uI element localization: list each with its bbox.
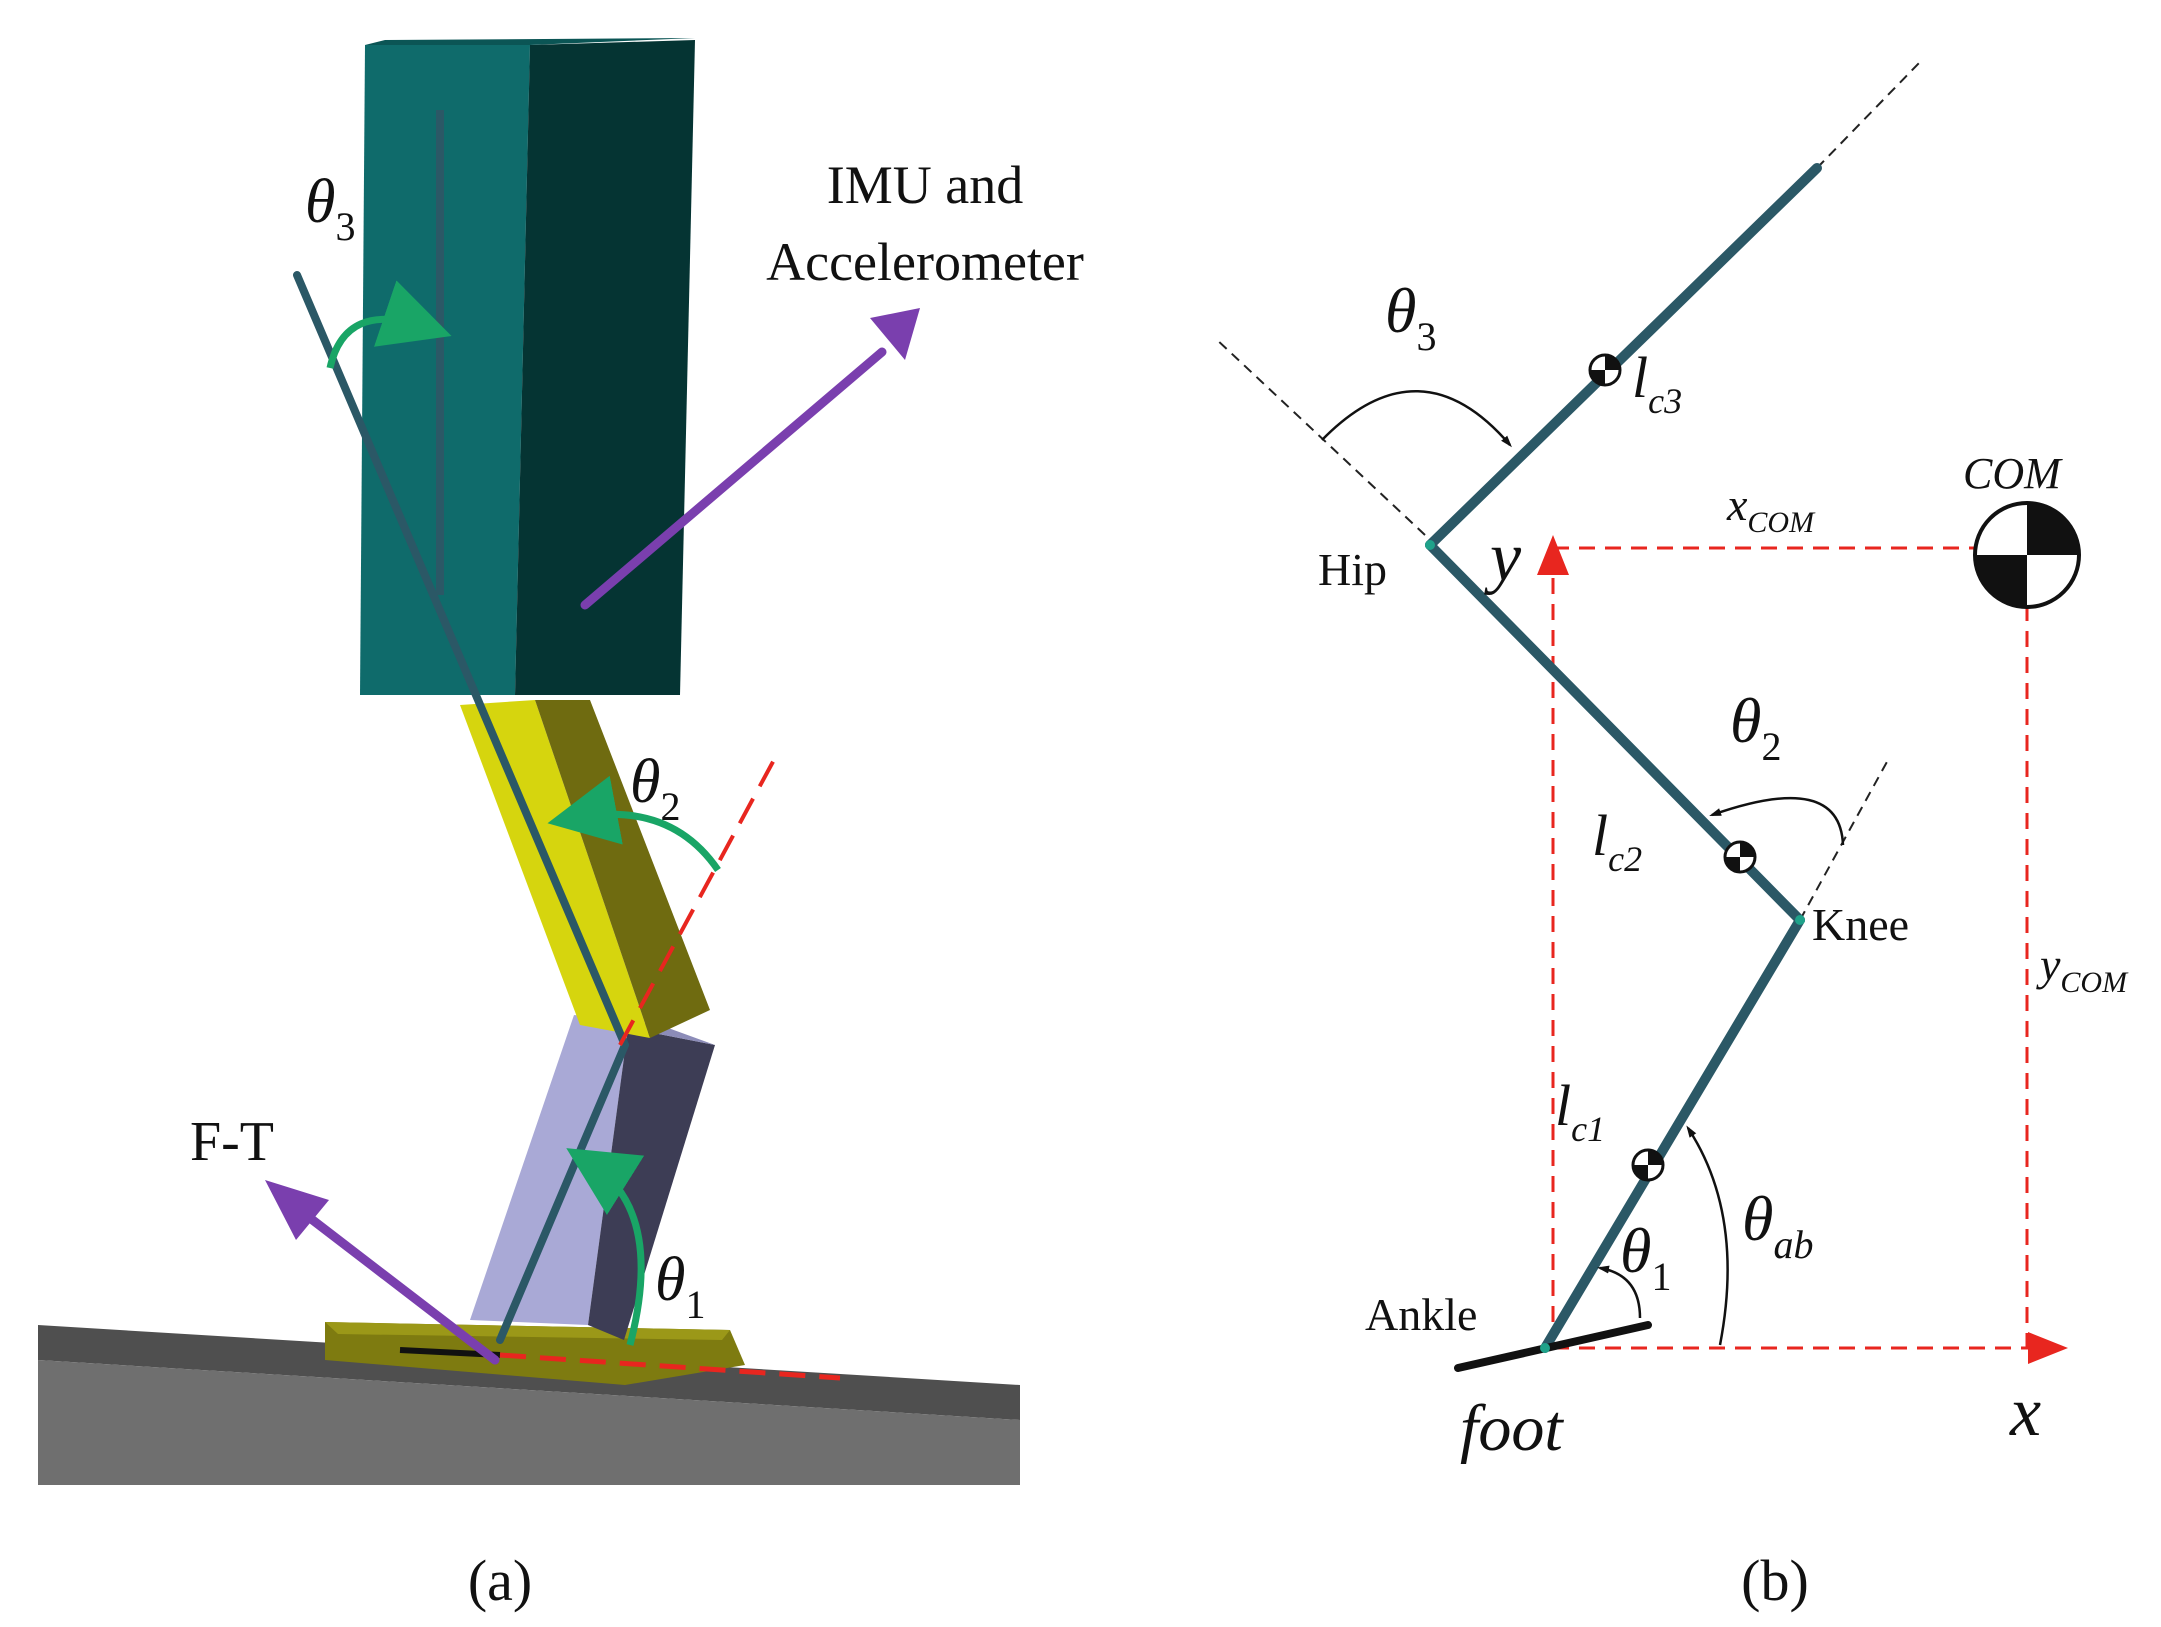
lc1-label: lc1 bbox=[1555, 1073, 1605, 1149]
lc1-com-marker bbox=[1631, 1148, 1665, 1182]
com-marker bbox=[1973, 501, 2081, 609]
knee-label: Knee bbox=[1812, 899, 1909, 950]
reference-extensions bbox=[1214, 61, 1921, 921]
com-label: COM bbox=[1963, 449, 2063, 498]
imu-label-line2: Accelerometer bbox=[766, 232, 1084, 292]
foot-label: foot bbox=[1460, 1392, 1564, 1465]
ft-arrow bbox=[265, 1180, 500, 1365]
theta3-angle-arc bbox=[1321, 390, 1512, 448]
lc3-com-marker bbox=[1588, 353, 1622, 387]
link-lines-b bbox=[1425, 163, 1822, 1353]
y-com-label: yCOM bbox=[2036, 939, 2129, 999]
x-com-label: xCOM bbox=[1726, 479, 1816, 539]
y-axis-label: y bbox=[1484, 519, 1522, 596]
imu-label-line1: IMU and bbox=[827, 155, 1023, 215]
com-dashed-lines bbox=[1553, 546, 2029, 1348]
theta1-angle-arc bbox=[1597, 1265, 1642, 1319]
imu-arrow bbox=[580, 308, 920, 610]
lc2-label: lc2 bbox=[1592, 803, 1642, 879]
lc3-label: lc3 bbox=[1632, 345, 1682, 421]
shank-segment bbox=[470, 1015, 715, 1340]
panel-a: IMU and Accelerometer F-T θ3 θ2 θ1 (a) bbox=[38, 38, 1084, 1613]
link-lines-a bbox=[293, 271, 629, 1344]
ankle-label: Ankle bbox=[1365, 1289, 1477, 1340]
theta1-label-a: θ1 bbox=[655, 1246, 705, 1327]
panel-b: Hip Knee Ankle foot COM x y xCOM yCOM lc… bbox=[1214, 61, 2129, 1613]
hip-label: Hip bbox=[1318, 544, 1387, 595]
theta2-label-b: θ2 bbox=[1730, 685, 1781, 769]
theta-ab-angle-arc bbox=[1686, 1125, 1729, 1346]
lc2-com-marker bbox=[1723, 840, 1757, 874]
x-axis bbox=[1553, 1332, 2068, 1364]
theta3-rotation-arrow bbox=[326, 280, 452, 369]
x-axis-label: x bbox=[2009, 1374, 2041, 1451]
theta2-angle-arc bbox=[1709, 796, 1845, 846]
theta2-rotation-arrow bbox=[547, 775, 721, 872]
theta1-rotation-arrow bbox=[566, 1148, 645, 1346]
theta3-label-a: θ3 bbox=[305, 168, 355, 249]
theta2-label-a: θ2 bbox=[630, 748, 680, 829]
panel-a-caption: (a) bbox=[468, 1548, 532, 1613]
y-axis bbox=[1537, 535, 1569, 1348]
foot-segment bbox=[1454, 1321, 1652, 1372]
panel-b-caption: (b) bbox=[1741, 1548, 1809, 1613]
knee-reference-dashed bbox=[618, 757, 777, 1046]
ft-label: F-T bbox=[190, 1111, 274, 1173]
theta1-label-b: θ1 bbox=[1620, 1215, 1671, 1299]
theta3-label-b: θ3 bbox=[1385, 275, 1436, 359]
torso-box bbox=[360, 38, 695, 695]
joint-dots bbox=[1425, 540, 1805, 1353]
theta-ab-label: θab bbox=[1742, 1183, 1813, 1267]
